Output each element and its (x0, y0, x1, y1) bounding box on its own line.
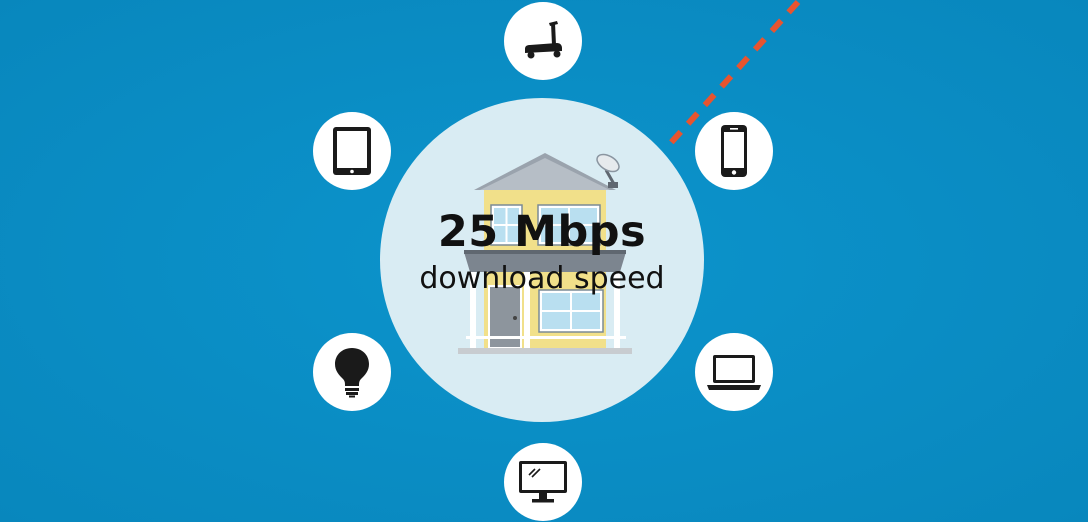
hub-speed-caption: 25 Mbps download speed (380, 205, 704, 297)
laptop-icon (707, 355, 761, 390)
lightbulb-device (313, 333, 391, 411)
house-with-satellite-dish-icon (458, 153, 632, 354)
laptop-device (695, 333, 773, 411)
smartphone-device (695, 112, 773, 190)
monitor-device (504, 443, 582, 521)
monitor-icon (519, 461, 567, 503)
speed-value: 25 Mbps (437, 207, 647, 257)
lightbulb-icon (335, 348, 369, 398)
treadmill-device (504, 2, 582, 80)
treadmill-icon (525, 21, 562, 59)
satellite-dish-icon (596, 153, 620, 188)
smartphone-icon (721, 125, 747, 177)
speed-label: download speed (419, 261, 665, 296)
tablet-icon (333, 127, 371, 175)
tablet-device (313, 112, 391, 190)
